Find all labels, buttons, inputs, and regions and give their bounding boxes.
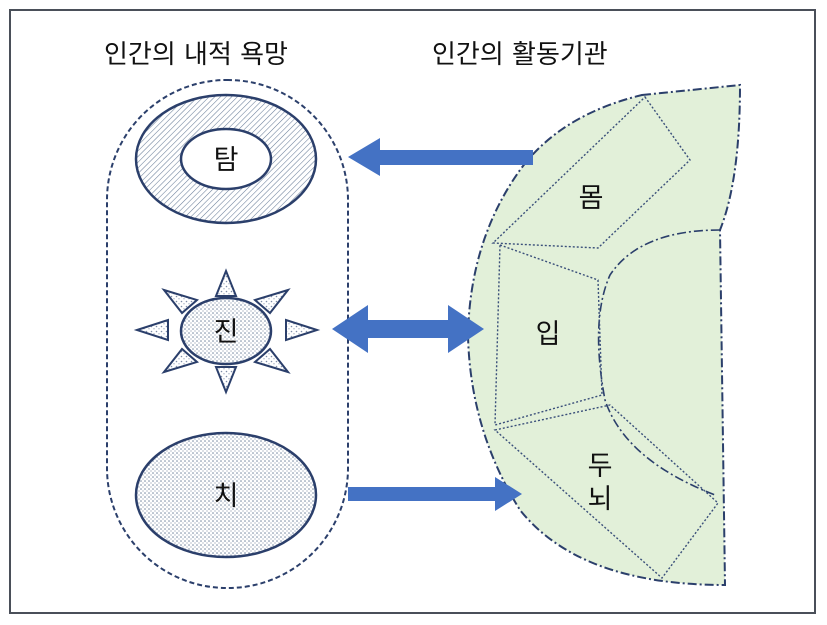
desire-ignorance-label: 치 [214, 481, 239, 512]
organ-body: 몸 [491, 95, 691, 249]
desire-anger: 진 [133, 268, 321, 395]
organs-inner-edge [597, 229, 721, 496]
desire-ignorance: 치 [134, 431, 318, 559]
header-inner-desires: 인간의 내적 욕망 [104, 40, 288, 70]
sun-rays [133, 268, 321, 395]
header-activity-organs: 인간의 활동기관 [432, 40, 608, 70]
arrow-anger-mouth-bidirectional [332, 305, 484, 353]
desire-greed: 탐 [134, 93, 318, 225]
organ-mouth: 입 [494, 244, 603, 426]
diagram-frame [9, 9, 816, 614]
organ-brain-label-2: 뇌 [588, 484, 613, 515]
organ-brain-label-1: 두 [588, 451, 613, 482]
arrow-ignorance-to-brain [348, 477, 522, 511]
arrow-body-to-greed [348, 138, 533, 176]
organs-crescent [466, 83, 742, 587]
desire-greed-label: 탐 [214, 145, 239, 176]
organ-brain: 두 뇌 [493, 404, 719, 580]
desire-anger-label: 진 [214, 317, 239, 348]
organ-mouth-label: 입 [536, 319, 561, 350]
organ-body-label: 몸 [579, 183, 604, 214]
